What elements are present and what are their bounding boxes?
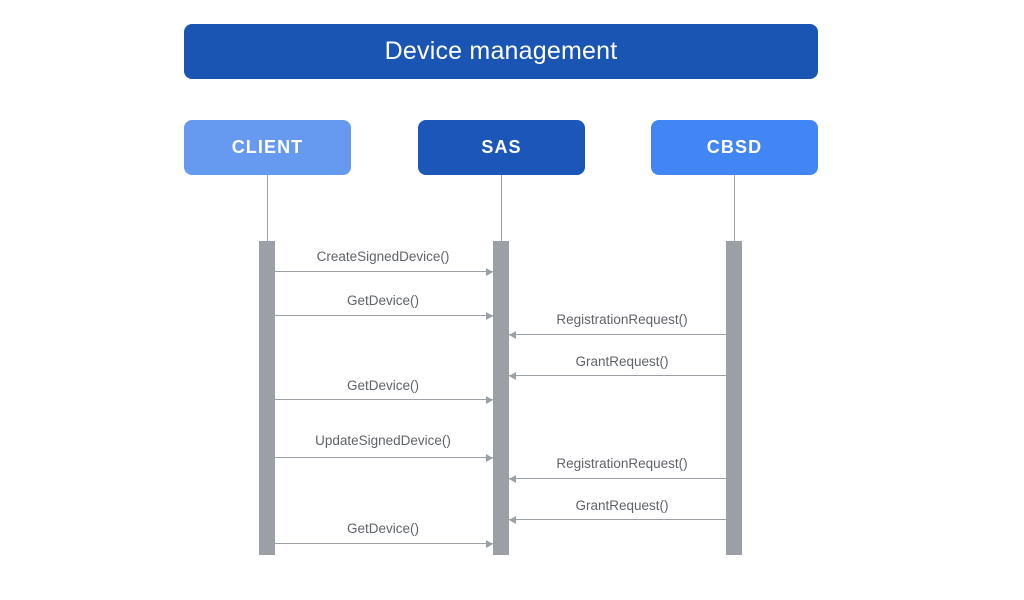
message-label: GrantRequest()	[575, 498, 669, 513]
message-arrowhead	[509, 371, 516, 380]
message-arrowhead	[486, 311, 493, 320]
activation-bar-client	[259, 241, 275, 555]
message-arrowhead	[486, 539, 493, 548]
message-arrowhead	[486, 395, 493, 404]
activation-bar-sas	[493, 241, 509, 555]
diagram-title-banner: Device management	[184, 24, 818, 79]
participant-box-cbsd[interactable]: CBSD	[651, 120, 818, 175]
message-line	[509, 478, 726, 479]
message-arrowhead	[486, 267, 493, 276]
participant-label: SAS	[481, 137, 522, 157]
participant-label: CLIENT	[231, 137, 304, 157]
participant-box-client[interactable]: CLIENT	[184, 120, 351, 175]
message-arrowhead	[486, 453, 493, 462]
message-arrowhead	[509, 474, 516, 483]
message-label: RegistrationRequest()	[556, 456, 688, 471]
message-label: GrantRequest()	[575, 354, 669, 369]
message-label: GetDevice()	[346, 378, 420, 393]
message-label: GetDevice()	[346, 293, 420, 308]
participant-label: CBSD	[706, 137, 763, 157]
message-label: UpdateSignedDevice()	[315, 433, 451, 448]
message-line	[275, 315, 493, 316]
lifeline-client	[267, 175, 268, 241]
message-arrowhead	[509, 515, 516, 524]
message-label: CreateSignedDevice()	[316, 249, 450, 264]
message-line	[275, 543, 493, 544]
lifeline-cbsd	[734, 175, 735, 241]
message-line	[509, 334, 726, 335]
lifeline-sas	[501, 175, 502, 241]
activation-bar-cbsd	[726, 241, 742, 555]
message-line	[509, 519, 726, 520]
message-label: GetDevice()	[346, 521, 420, 536]
diagram-title: Device management	[384, 37, 618, 65]
message-line	[275, 271, 493, 272]
participant-box-sas[interactable]: SAS	[418, 120, 585, 175]
message-line	[275, 399, 493, 400]
message-line	[509, 375, 726, 376]
message-label: RegistrationRequest()	[556, 312, 688, 327]
message-line	[275, 457, 493, 458]
message-arrowhead	[509, 330, 516, 339]
